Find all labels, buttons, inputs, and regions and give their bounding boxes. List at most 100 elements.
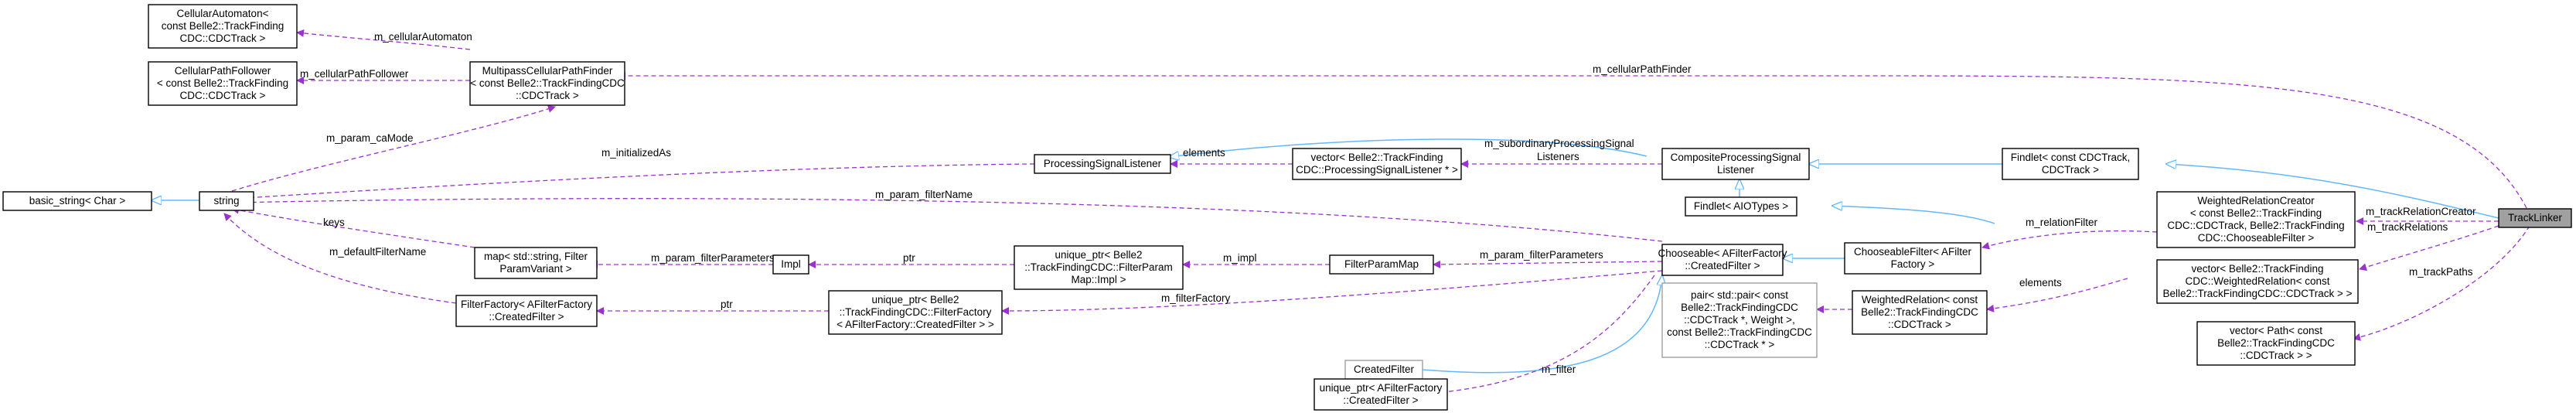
node-vector-weighted-relation: vector< Belle2::TrackFindingCDC::Weighte…	[2156, 259, 2359, 304]
node-findlet-aio-label-line: Findlet< AIOTypes >	[1694, 200, 1788, 212]
node-unique-ptr-impl-box	[1014, 245, 1184, 290]
node-weighted-relation-label-line: ::CDCTrack >	[1888, 319, 1951, 330]
node-vector-psl: vector< Belle2::TrackFindingCDC::Process…	[1292, 148, 1462, 180]
node-filter-param-map: FilterParamMap	[1329, 254, 1434, 275]
node-created-filter-label-line: CreatedFilter	[1354, 364, 1415, 375]
node-findlet-aio: Findlet< AIOTypes >	[1685, 196, 1797, 217]
node-unique-ptr-cf-label-line: unique_ptr< AFilterFactory	[1320, 382, 1443, 394]
node-impl: Impl	[772, 254, 809, 275]
node-multipass-box	[469, 61, 625, 106]
node-vector-path-label-line: vector< Path< const	[2230, 325, 2322, 336]
node-filter-param-map-label-line: FilterParamMap	[1344, 258, 1419, 270]
node-unique-ptr-impl-label-line: unique_ptr< Belle2	[1055, 249, 1143, 261]
node-cellular-path-follower-label-line: < const Belle2::TrackFinding	[157, 77, 288, 89]
node-vector-psl-label-line: CDC::ProcessingSignalListener * >	[1296, 164, 1458, 176]
label-m-cellular-automaton: m_cellularAutomaton	[374, 31, 472, 43]
node-vector-path-label-line: Belle2::TrackFindingCDC	[2217, 337, 2335, 349]
node-weighted-relation-creator-label-line: WeightedRelationCreator	[2197, 195, 2315, 206]
node-pair-label-line: pair< std::pair< const	[1691, 289, 1788, 301]
label-m-relation-filter: m_relationFilter	[2026, 217, 2098, 228]
node-vector-path-label-line: ::CDCTrack > >	[2240, 350, 2312, 361]
node-weighted-relation-label-line: WeightedRelation< const	[1862, 294, 1978, 305]
label-m-filter-factory: m_filterFactory	[1161, 292, 1231, 304]
node-processing-signal-listener-box	[1034, 154, 1171, 174]
label-m-subordinary-psl-1: m_subordinaryProcessingSignal	[1484, 138, 1634, 149]
edge-string-multipass	[231, 105, 556, 192]
node-cellular-path-follower-label-line: CellularPathFollower	[175, 65, 271, 77]
node-cellular-path-follower: CellularPathFollower< const Belle2::Trac…	[148, 61, 298, 106]
node-unique-ptr-ff-label-line: ::TrackFindingCDC::FilterFactory	[840, 306, 992, 318]
node-vector-path-box	[2196, 321, 2356, 366]
label-m-default-filter-name: m_defaultFilterName	[329, 246, 426, 258]
node-basic-string-label-line: basic_string< Char >	[29, 195, 126, 206]
node-track-linker: TrackLinker	[2498, 208, 2572, 228]
node-findlet-cdc-label-line: Findlet< const CDCTrack,	[2011, 152, 2130, 163]
node-vector-psl-box	[1292, 148, 1462, 180]
edge-chooseable-filter-weighted-creator	[1981, 230, 2158, 250]
node-unique-ptr-cf: unique_ptr< AFilterFactory::CreatedFilte…	[1314, 378, 1448, 411]
node-composite-psl-label-line: CompositeProcessingSignal	[1671, 152, 1801, 163]
label-ptr-ff: ptr	[721, 299, 733, 310]
node-multipass-label-line: MultipassCellularPathFinder	[482, 65, 613, 77]
node-processing-signal-listener-label-line: ProcessingSignalListener	[1044, 158, 1162, 169]
node-pair-label-line: Belle2::TrackFindingCDC	[1681, 302, 1798, 313]
node-vector-weighted-relation-label-line: Belle2::TrackFindingCDC::CDCTrack > >	[2162, 288, 2352, 299]
label-m-cellular-path-finder: m_cellularPathFinder	[1593, 63, 1692, 75]
node-filter-param-map-box	[1329, 254, 1434, 275]
node-processing-signal-listener: ProcessingSignalListener	[1034, 154, 1171, 174]
node-map-filter-param-label-line: ParamVariant >	[499, 263, 571, 275]
edge-unique-ptr-ff-chooseable	[1001, 270, 1663, 315]
label-elements-psl: elements	[1183, 147, 1225, 159]
node-weighted-relation-creator-label-line: CDC::CDCTrack, Belle2::TrackFinding	[2167, 220, 2344, 231]
edge-filter-param-map-chooseable	[1433, 260, 1663, 268]
node-pair-label-line: ::CDCTrack * >	[1705, 339, 1775, 350]
node-filter-factory: FilterFactory< AFilterFactory::CreatedFi…	[455, 295, 598, 327]
edge-string-psl	[233, 163, 1035, 203]
node-impl-box	[772, 254, 809, 275]
node-multipass-label-line: < const Belle2::TrackFindingCDC	[470, 77, 625, 89]
node-string: string	[199, 191, 254, 211]
label-m-cellular-path-follower: m_cellularPathFollower	[300, 68, 409, 80]
node-impl-label-line: Impl	[781, 258, 801, 270]
edge-vector-path-tracklinker	[2353, 225, 2530, 341]
node-unique-ptr-cf-label-line: ::CreatedFilter >	[1343, 394, 1418, 406]
node-created-filter: CreatedFilter	[1344, 360, 1423, 380]
edge-labels: m_cellularAutomaton m_cellularPathFollow…	[300, 31, 2476, 375]
node-unique-ptr-impl-label-line: ::TrackFindingCDC::FilterParam	[1024, 261, 1173, 273]
edge-weighted-relation-vector-wr	[1986, 278, 2128, 312]
edge-vector-wr-tracklinker	[2359, 225, 2499, 271]
label-m-track-relations: m_trackRelations	[2367, 221, 2448, 233]
edge-string-map	[231, 206, 475, 248]
node-unique-ptr-ff: unique_ptr< Belle2::TrackFindingCDC::Fil…	[828, 290, 1003, 335]
node-cellular-automaton-label-line: const Belle2::TrackFinding	[162, 20, 285, 32]
node-cellular-automaton-box	[148, 4, 298, 49]
node-chooseable-filter-label-line: ChooseableFilter< AFilter	[1854, 246, 1971, 258]
node-findlet-cdc-label-line: CDCTrack >	[2042, 164, 2099, 176]
label-m-subordinary-psl-2: Listeners	[1537, 151, 1579, 162]
node-pair: pair< std::pair< constBelle2::TrackFindi…	[1661, 282, 1818, 358]
node-cellular-path-follower-box	[148, 61, 298, 106]
node-filter-factory-label-line: FilterFactory< AFilterFactory	[461, 299, 592, 310]
inheritance-edges	[152, 138, 2499, 374]
edge-created-filter-chooseable	[1422, 275, 1662, 374]
node-chooseable-filter-box	[1844, 242, 1981, 275]
node-cellular-automaton-label-line: CDC::CDCTrack >	[180, 32, 266, 44]
edge-chooseable-filter-findlet-aio	[1832, 206, 1995, 224]
node-track-linker-box	[2498, 208, 2572, 228]
node-weighted-relation-label-line: Belle2::TrackFindingCDC	[1861, 306, 1978, 318]
node-pair-label-line: ::CDCTrack *, Weight >,	[1684, 314, 1795, 326]
label-m-track-relation-creator: m_trackRelationCreator	[2366, 206, 2476, 217]
node-multipass-label-line: ::CDCTrack >	[516, 90, 579, 101]
node-filter-factory-label-line: ::CreatedFilter >	[489, 311, 564, 323]
node-vector-path: vector< Path< constBelle2::TrackFindingC…	[2196, 321, 2356, 366]
nodes: CellularAutomaton<const Belle2::TrackFin…	[2, 4, 2572, 411]
label-m-param-filter-name: m_param_filterName	[875, 189, 973, 200]
label-m-param-filter-parameters-map: m_param_filterParameters	[651, 252, 775, 264]
label-m-impl: m_impl	[1223, 252, 1257, 264]
label-m-track-paths: m_trackPaths	[2409, 266, 2473, 278]
node-filter-factory-box	[455, 295, 598, 327]
node-string-label-line: string	[213, 195, 239, 206]
node-track-linker-label-line: TrackLinker	[2508, 212, 2563, 224]
